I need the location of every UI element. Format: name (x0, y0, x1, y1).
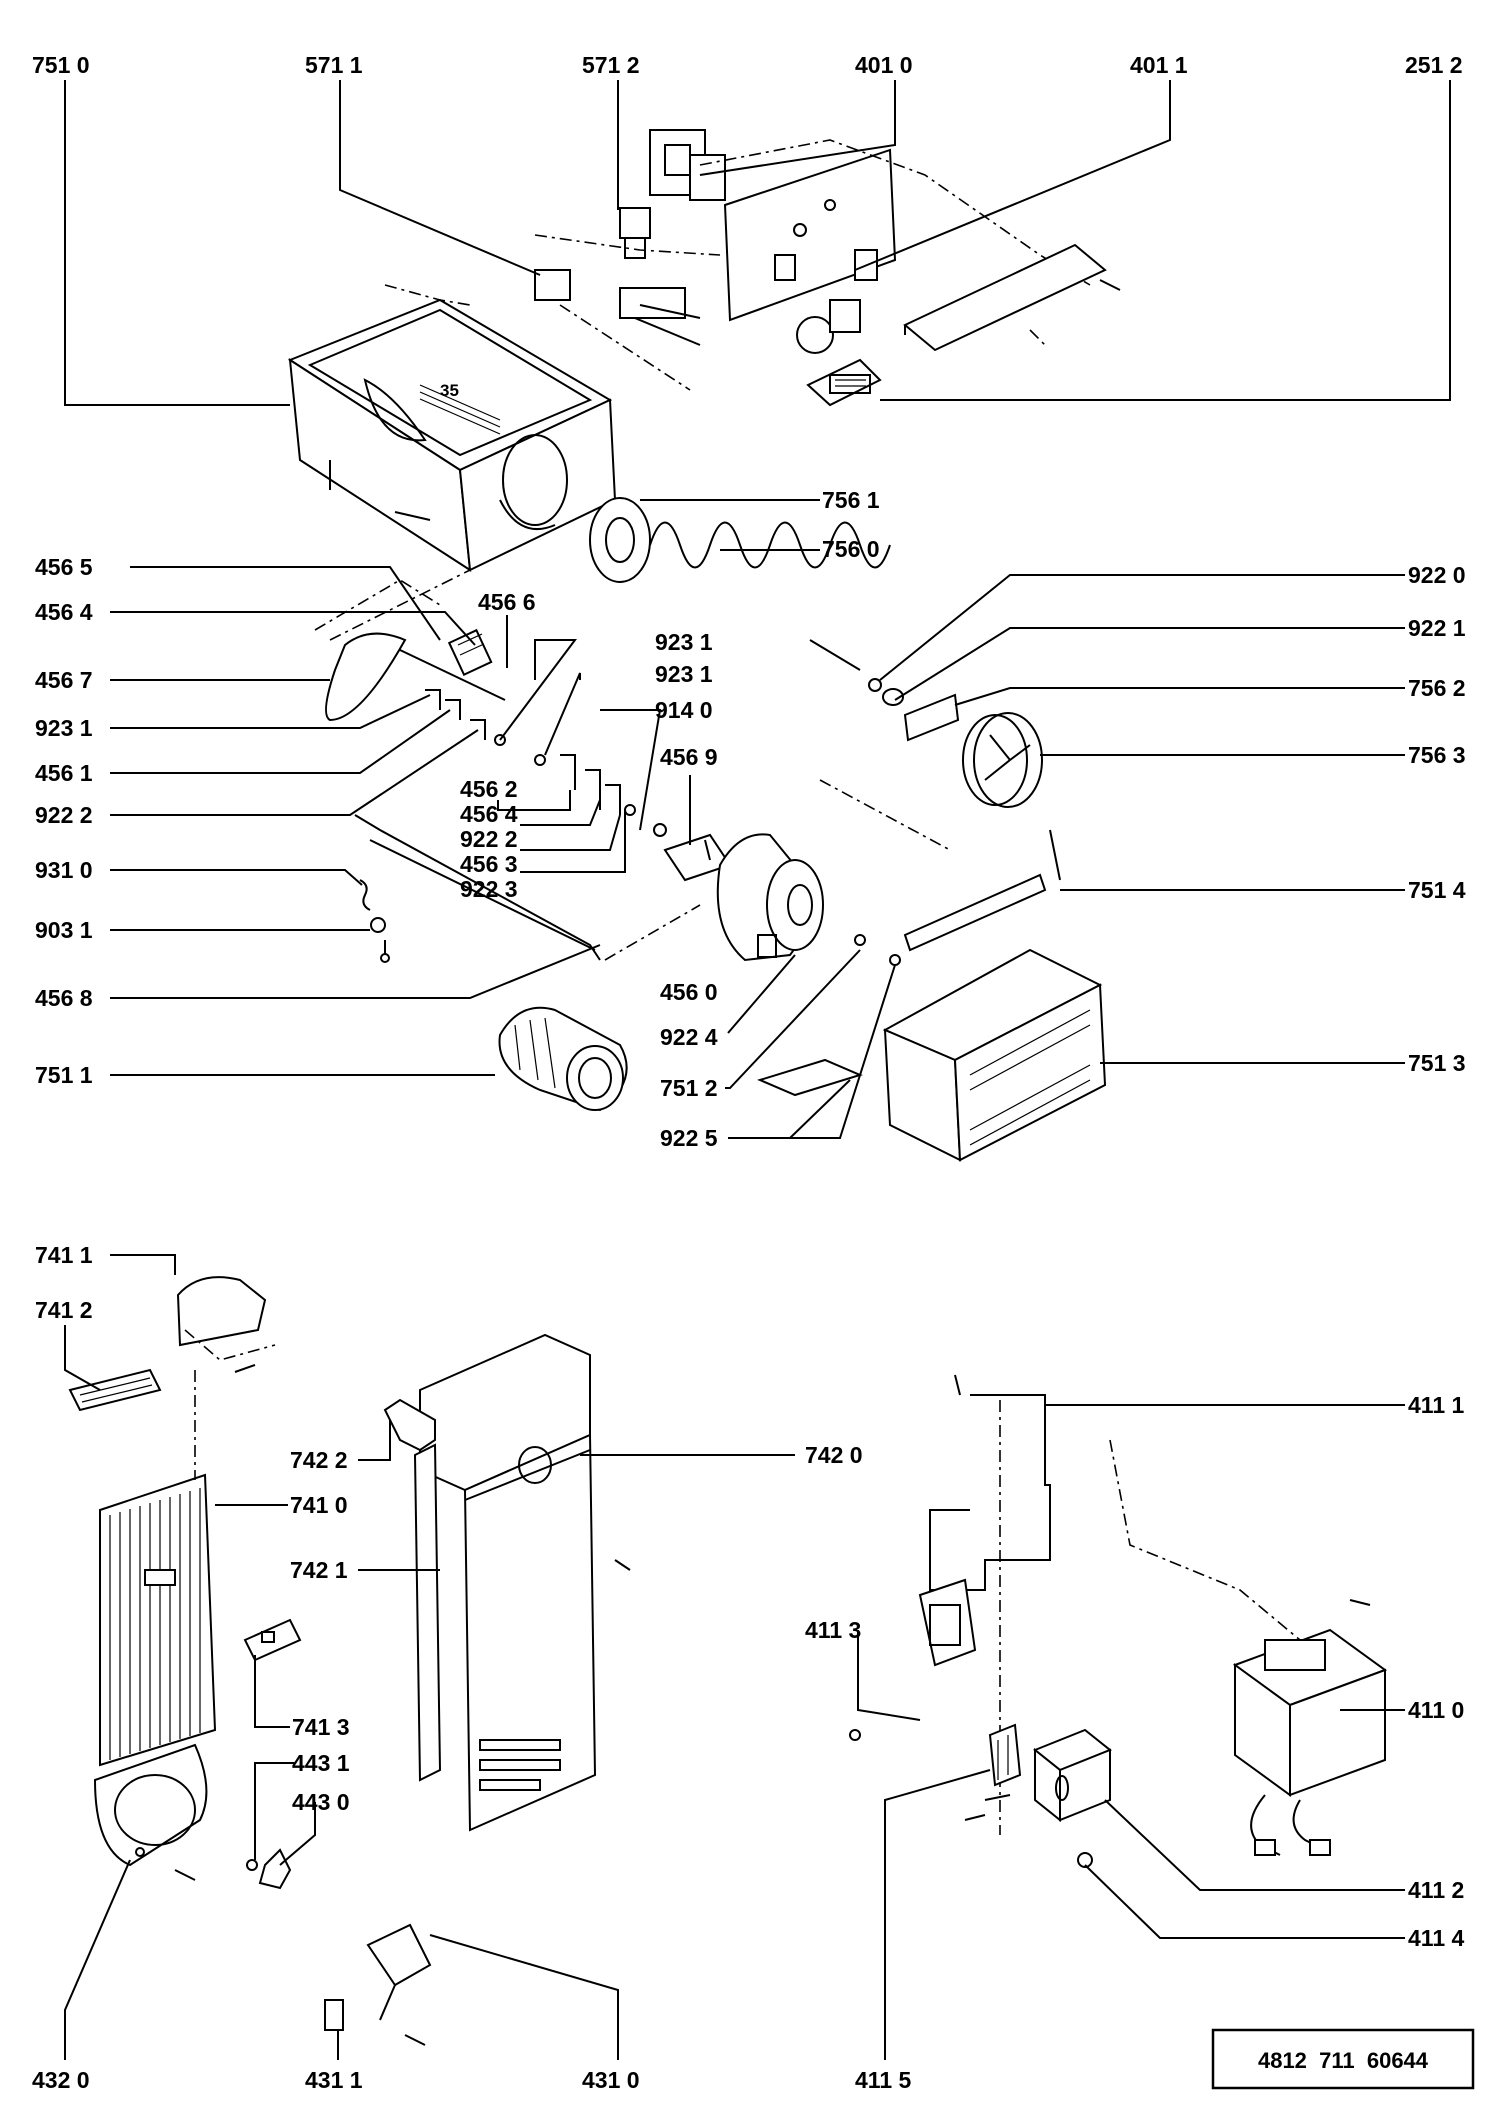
solenoid-valve (534, 207, 721, 391)
label-922-3: 922 3 (460, 876, 518, 902)
label-922-5: 922 5 (660, 1125, 718, 1151)
chute-bracket (903, 829, 1061, 952)
crusher-blade-assembly (314, 569, 732, 882)
label-401-1: 401 1 (1130, 52, 1188, 78)
bin-housing-small-number: 35 (440, 381, 459, 400)
label-456-8: 456 8 (35, 985, 93, 1011)
condenser-grille (99, 1370, 217, 1767)
label-456-0: 456 0 (660, 979, 718, 1005)
label-922-1: 922 1 (1408, 615, 1466, 641)
label-742-2: 742 2 (290, 1447, 348, 1473)
actuator-rod (354, 814, 701, 963)
capacitor-parts (849, 1578, 1112, 1868)
label-411-5: 411 5 (855, 2067, 911, 2093)
label-432-0: 432 0 (32, 2067, 90, 2093)
leader-lines-bottom-left (64, 1254, 795, 2060)
label-922-0: 922 0 (1408, 562, 1466, 588)
rear-panel (419, 1333, 631, 1832)
label-751-1: 751 1 (35, 1062, 93, 1088)
label-756-1: 756 1 (822, 487, 880, 513)
label-411-3: 411 3 (805, 1617, 861, 1643)
transformer (1232, 1628, 1388, 1856)
label-742-0: 742 0 (805, 1442, 863, 1468)
label-456-5: 456 5 (35, 554, 93, 580)
label-756-0: 756 0 (822, 536, 880, 562)
label-456-9: 456 9 (660, 744, 718, 770)
label-456-6: 456 6 (478, 589, 536, 615)
label-751-2: 751 2 (660, 1075, 718, 1101)
fan-motor-assembly (246, 1848, 432, 2046)
label-751-4: 751 4 (1408, 877, 1466, 903)
label-571-1: 571 1 (305, 52, 363, 78)
document-number: 4812 711 60644 (1258, 2048, 1429, 2073)
grille-clip (243, 1618, 302, 1662)
label-922-4: 922 4 (660, 1024, 718, 1050)
fan-shroud-top (176, 1276, 276, 1373)
label-741-3: 741 3 (292, 1714, 350, 1740)
label-742-1: 742 1 (290, 1557, 348, 1583)
side-strips (383, 1398, 442, 1782)
label-741-0: 741 0 (290, 1492, 348, 1518)
part-labels: 751 0 571 1 571 2 401 0 401 1 251 2 756 … (32, 52, 1466, 2093)
auger-end-parts (819, 678, 1043, 851)
label-923-1-a: 923 1 (35, 715, 93, 741)
label-401-0: 401 0 (855, 52, 913, 78)
drive-motor (716, 833, 901, 966)
label-431-0: 431 0 (582, 2067, 640, 2093)
label-923-1-b: 923 1 (655, 629, 713, 655)
label-751-0: 751 0 (32, 52, 90, 78)
chute-pad (757, 1058, 863, 1097)
lamp-bracket (806, 358, 882, 407)
label-456-4-b: 456 4 (460, 801, 518, 827)
bin-housing (287, 284, 617, 572)
auger-coil (589, 497, 891, 671)
label-443-1: 443 1 (292, 1750, 350, 1776)
label-571-2: 571 2 (582, 52, 640, 78)
label-251-2: 251 2 (1405, 52, 1463, 78)
label-411-0: 411 0 (1408, 1697, 1464, 1723)
document-number-box (1211, 2028, 1475, 2090)
grille-strip (68, 1368, 162, 1412)
label-443-0: 443 0 (292, 1789, 350, 1815)
label-741-2: 741 2 (35, 1297, 93, 1323)
dispenser-housing (882, 948, 1107, 1162)
label-456-7: 456 7 (35, 667, 93, 693)
label-903-1: 903 1 (35, 917, 93, 943)
label-741-1: 741 1 (35, 1242, 93, 1268)
label-922-2-b: 922 2 (460, 826, 518, 852)
label-751-3: 751 3 (1408, 1050, 1466, 1076)
label-922-2-a: 922 2 (35, 802, 93, 828)
label-431-1: 431 1 (305, 2067, 363, 2093)
label-411-1: 411 1 (1408, 1392, 1464, 1418)
label-456-2: 456 2 (460, 776, 518, 802)
transformer-bracket (929, 1374, 1371, 1835)
label-756-2: 756 2 (1408, 675, 1466, 701)
label-411-2: 411 2 (1408, 1877, 1464, 1903)
ice-chute-tube (498, 1006, 628, 1112)
label-456-3: 456 3 (460, 851, 518, 877)
leader-lines-top (64, 80, 1451, 1139)
fan-shroud (93, 1743, 208, 1881)
label-931-0: 931 0 (35, 857, 93, 883)
label-914-0: 914 0 (655, 697, 713, 723)
label-923-1-c: 923 1 (655, 661, 713, 687)
top-cover-plate (903, 243, 1121, 352)
label-456-4-a: 456 4 (35, 599, 93, 625)
label-411-4: 411 4 (1408, 1925, 1464, 1951)
label-756-3: 756 3 (1408, 742, 1466, 768)
label-456-1: 456 1 (35, 760, 93, 786)
leader-lines-bottom-right (857, 1404, 1405, 2060)
